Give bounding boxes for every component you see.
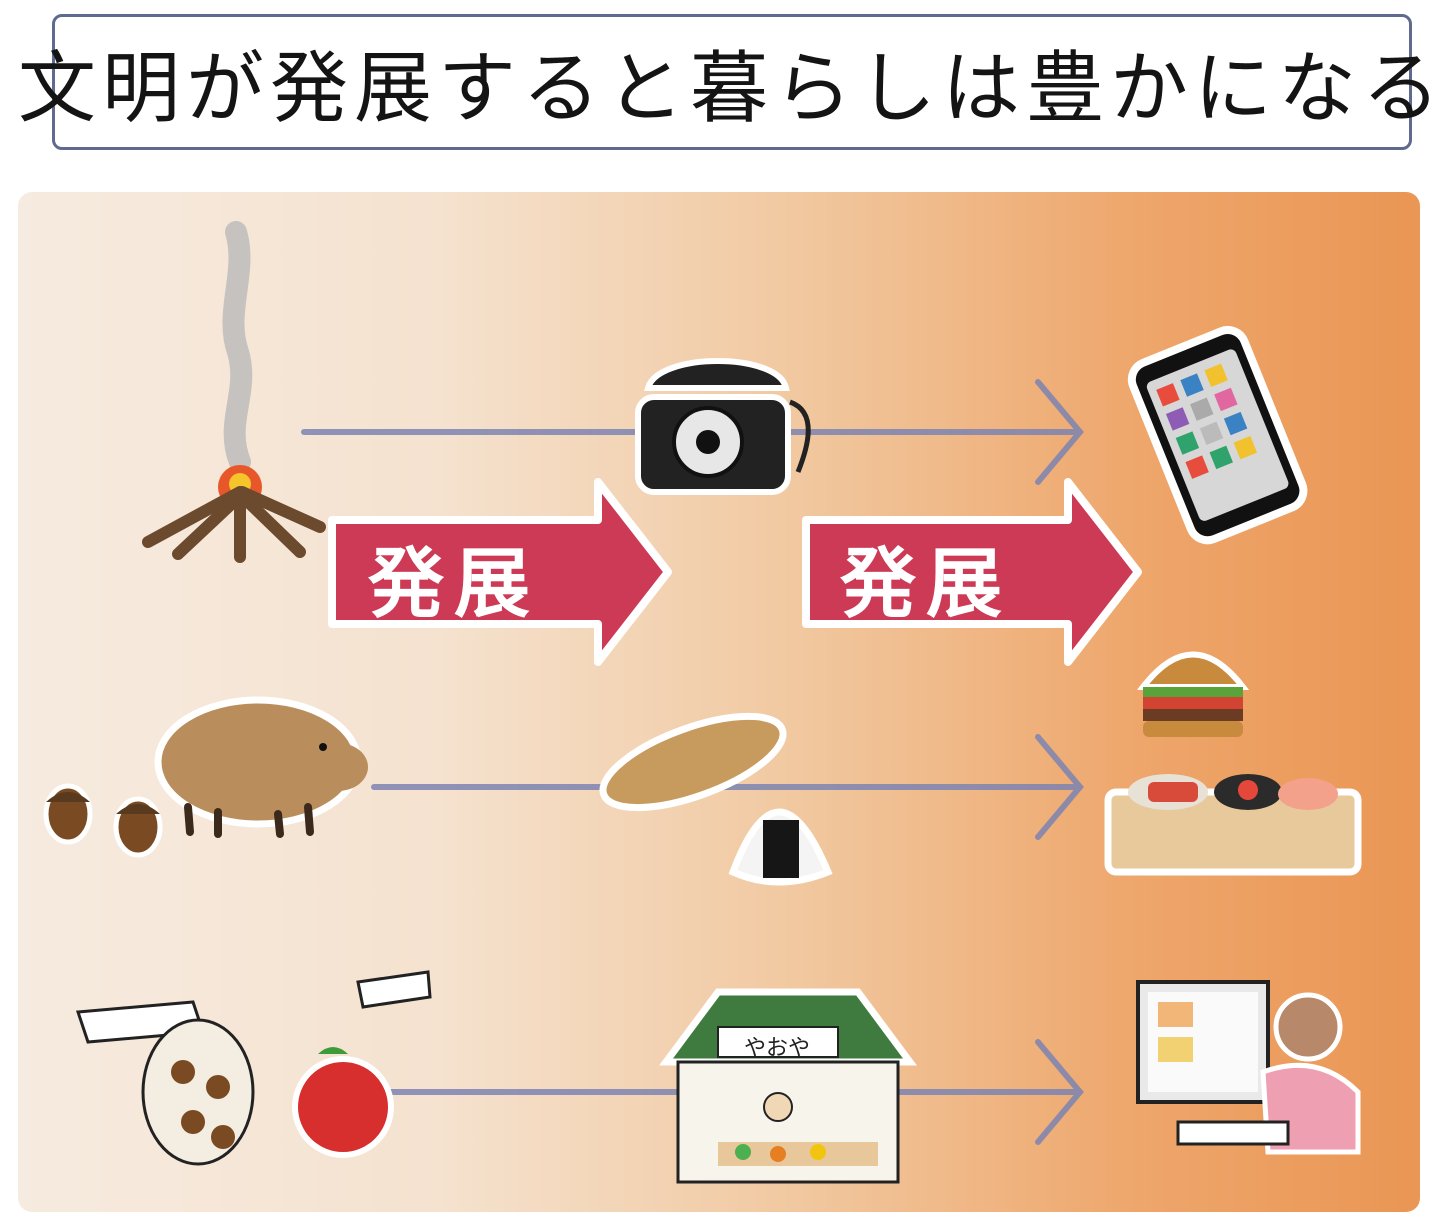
development-arrow-1 xyxy=(328,478,672,666)
sushi-platter-icon xyxy=(1104,774,1362,876)
page-title: 文明が発展すると暮らしは豊かになる xyxy=(18,44,1447,134)
progress-arrowhead-bottom xyxy=(1035,1039,1084,1145)
smartphone-icon xyxy=(1127,326,1308,545)
vegetable-shop-icon xyxy=(659,988,917,1184)
development-arrow-label-2: 発展 xyxy=(840,539,1012,628)
rotary-telephone-icon xyxy=(635,358,811,495)
acorns-icon xyxy=(43,783,163,858)
development-arrow-label-1: 発展 xyxy=(368,539,540,628)
online-shopping-icon xyxy=(1136,980,1361,1155)
onigiri-icon xyxy=(728,808,833,886)
barter-bag-icon xyxy=(75,1000,255,1166)
progress-arrowhead-middle xyxy=(1035,734,1084,840)
wild-boar-icon xyxy=(154,696,368,838)
title-box: 文明が発展すると暮らしは豊かになる xyxy=(18,14,1440,150)
scene-svg xyxy=(43,221,1362,1184)
shop-sign-label: やおや xyxy=(744,1036,811,1061)
development-arrow-2 xyxy=(802,478,1142,666)
campfire-icon xyxy=(142,221,326,563)
apple-icon xyxy=(292,970,432,1158)
illustration-panel: 発展 発展 やおや xyxy=(18,192,1420,1212)
progress-arrowhead-top xyxy=(1035,379,1084,485)
bread-icon xyxy=(599,712,787,812)
hamburger-icon xyxy=(1136,651,1250,737)
